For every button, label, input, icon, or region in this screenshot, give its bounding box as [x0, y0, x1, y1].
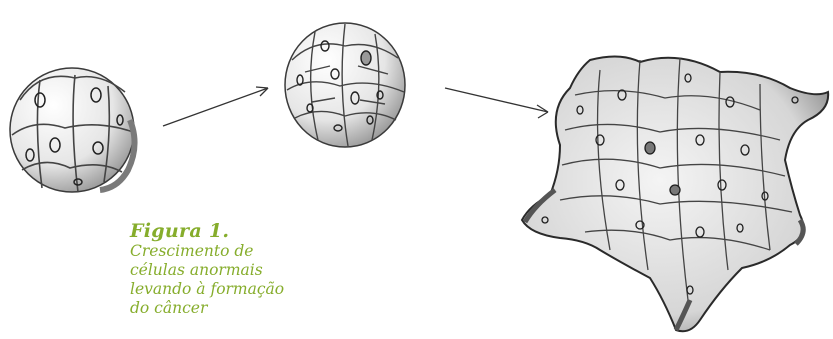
arrow-1 — [163, 87, 268, 126]
figure-label: Figura 1. — [130, 220, 229, 242]
tumor-mass-stage-3 — [522, 56, 828, 331]
figure-caption-text: Crescimento de células anormais levando … — [130, 242, 284, 317]
figure-caption: Figura 1. Crescimento de células anormai… — [130, 222, 300, 318]
arrow-2 — [445, 88, 548, 118]
cell-cluster-stage-1 — [10, 68, 135, 192]
cell-cluster-stage-2 — [285, 23, 405, 147]
